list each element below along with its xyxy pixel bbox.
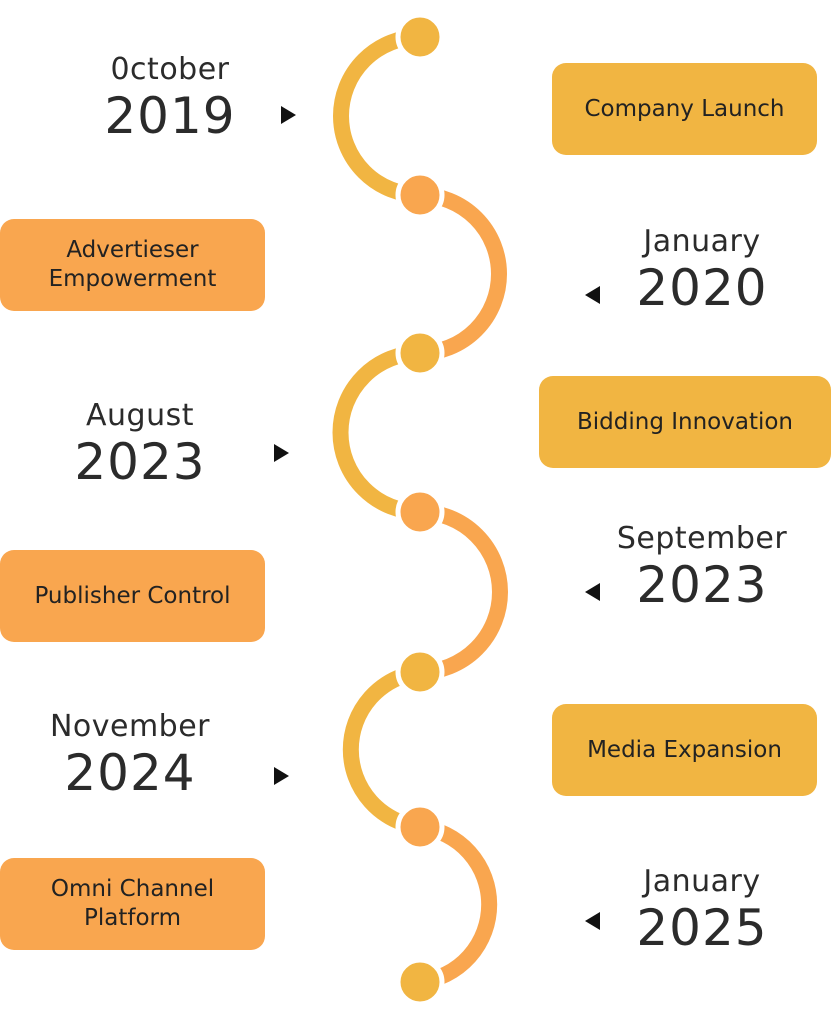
curve-segment [332,345,428,520]
event-label: Omni Channel Platform [50,876,215,931]
event-date: November 2024 [25,709,235,802]
event-label: Bidding Innovation [576,408,794,435]
event-label: Publisher Control [34,582,231,609]
arrow-right-icon [274,444,289,462]
event-label-box: Omni Channel Platform [0,858,265,950]
curve-segment [333,29,428,203]
event-month: January [643,224,761,259]
timeline-node [395,957,445,1007]
event-year: 2023 [636,556,768,614]
event-label-box: Publisher Control [0,550,265,642]
event-month: January [643,864,761,899]
event-year: 2023 [74,433,206,491]
event-year: 2020 [636,259,768,317]
arrow-left-icon [585,583,600,601]
event-month: September [616,521,788,556]
event-date: 0ctober 2019 [70,52,270,145]
event-label: Advertieser Empowerment [48,237,217,292]
event-year: 2025 [636,899,768,957]
timeline-node [395,647,445,697]
timeline-node [395,802,445,852]
arrow-left-icon [585,912,600,930]
event-label: Media Expansion [587,736,782,763]
event-date: January 2025 [602,864,802,957]
timeline-node [395,487,445,537]
arrow-right-icon [281,106,296,124]
event-label-box: Company Launch [552,63,817,155]
event-date: September 2023 [597,521,807,614]
curve-segment [342,664,428,835]
event-month: August [86,398,194,433]
curve-segment [412,187,507,361]
curve-segment [412,504,508,680]
event-date: January 2020 [602,224,802,317]
event-label-box: Bidding Innovation [539,376,831,468]
timeline-node [395,328,445,378]
arrow-right-icon [274,767,289,785]
curve-segment [412,819,498,990]
timeline-node [395,170,445,220]
event-year: 2019 [104,87,236,145]
event-label: Company Launch [584,95,785,122]
timeline-node [395,12,445,62]
event-label-box: Advertieser Empowerment [0,219,265,311]
event-year: 2024 [64,744,196,802]
event-month: November [49,709,211,744]
arrow-left-icon [585,286,600,304]
event-month: 0ctober [110,52,230,87]
event-label-box: Media Expansion [552,704,817,796]
event-date: August 2023 [40,398,240,491]
